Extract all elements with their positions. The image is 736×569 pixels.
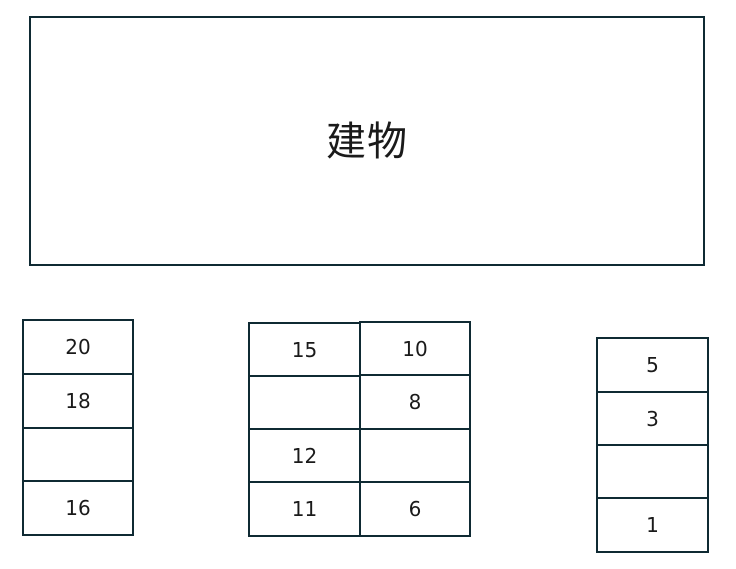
- parking-stall-15: 15: [248, 322, 361, 378]
- parking-stall-8: 8: [359, 374, 471, 430]
- stall-number: 6: [408, 497, 422, 521]
- parking-stall-empty: [248, 375, 361, 431]
- parking-stall-18: 18: [22, 373, 134, 429]
- parking-stall-3: 3: [596, 391, 709, 447]
- parking-stall-16: 16: [22, 480, 134, 536]
- parking-stall-11: 11: [248, 481, 361, 537]
- building-label: 建物: [326, 119, 408, 165]
- parking-stall-empty: [22, 427, 134, 483]
- parking-stall-6: 6: [359, 481, 471, 537]
- stall-number: 3: [646, 407, 659, 431]
- parking-stall-empty: [596, 444, 709, 500]
- stall-number: 16: [65, 496, 91, 520]
- stall-number: 18: [65, 389, 91, 413]
- parking-stall-empty: [359, 428, 471, 484]
- stall-number: 20: [65, 335, 91, 359]
- parking-stall-12: 12: [248, 428, 361, 484]
- parking-stall-5: 5: [596, 337, 709, 393]
- stall-number: 15: [291, 338, 318, 362]
- parking-stall-10: 10: [359, 321, 471, 377]
- parking-stall-20: 20: [22, 319, 134, 375]
- stall-number: 10: [402, 337, 428, 361]
- stall-number: 8: [408, 390, 422, 414]
- parking-stall-1: 1: [596, 497, 709, 553]
- building-block: 建物: [29, 16, 705, 266]
- stall-number: 1: [646, 513, 659, 537]
- stall-number: 11: [291, 497, 318, 521]
- stall-number: 12: [291, 444, 318, 468]
- stall-number: 5: [646, 353, 659, 377]
